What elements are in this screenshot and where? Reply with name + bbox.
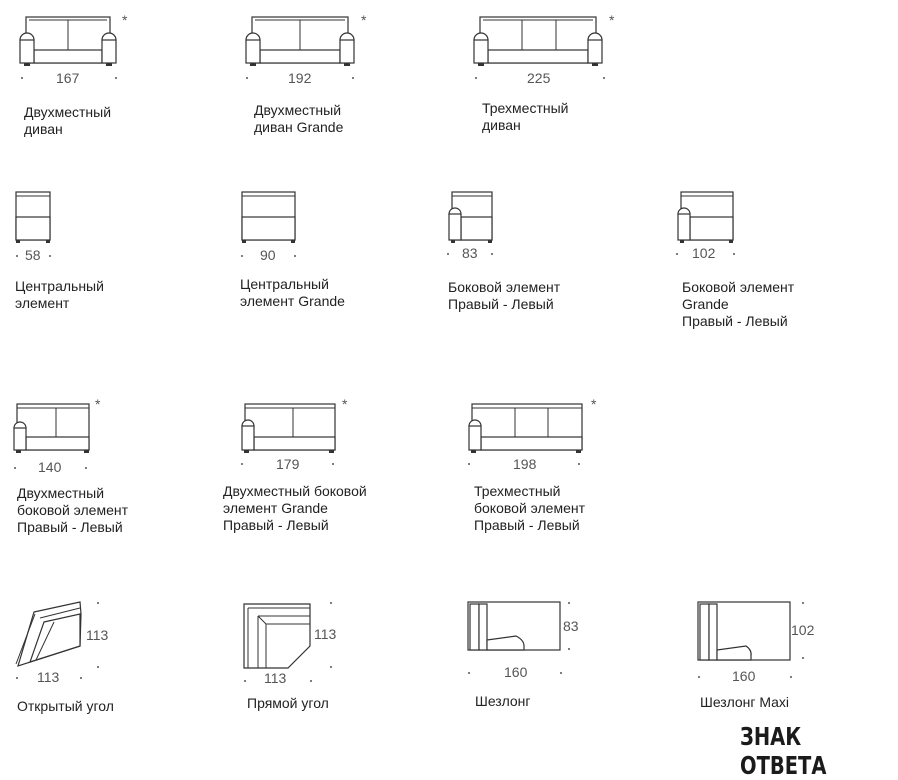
width-dimension: 160 <box>732 668 756 684</box>
width-dimension: 83 <box>462 245 478 261</box>
width-dimension: 102 <box>692 245 716 261</box>
open-corner-icon <box>15 601 82 667</box>
width-dimension: 225 <box>527 70 551 86</box>
item-label: Шезлонг Maxi <box>700 694 789 710</box>
star-mark: * <box>361 12 367 28</box>
width-dimension: 179 <box>276 456 300 472</box>
item-label: Прямой угол <box>247 695 329 711</box>
chaise-longue-icon <box>467 601 561 651</box>
width-dimension: 140 <box>38 459 62 475</box>
right-corner-icon <box>243 603 311 669</box>
three-seat-side-element-icon <box>468 403 583 453</box>
depth-dimension: 113 <box>86 627 109 643</box>
depth-dimension: 113 <box>314 626 337 642</box>
two-seat-sofa-grande-icon <box>245 16 355 66</box>
width-dimension: 192 <box>288 70 312 86</box>
width-dimension: 113 <box>37 669 60 685</box>
three-seat-sofa-icon <box>473 16 603 66</box>
depth-dimension: 102 <box>791 622 815 638</box>
star-mark: * <box>95 396 101 412</box>
star-mark: * <box>122 12 128 28</box>
central-element-icon <box>15 191 51 243</box>
item-label: Шезлонг <box>475 693 531 709</box>
depth-dimension: 83 <box>563 618 579 634</box>
item-label: Открытый угол <box>17 698 114 714</box>
watermark-logo: ЗНАК ОТВЕТА <box>740 722 827 780</box>
two-seat-side-element-grande-icon <box>241 403 336 453</box>
width-dimension: 58 <box>25 247 41 263</box>
two-seat-sofa-icon <box>19 16 117 66</box>
width-dimension: 167 <box>56 70 80 86</box>
side-element-icon <box>448 191 493 243</box>
side-element-grande-icon <box>677 191 734 243</box>
star-mark: * <box>609 12 615 28</box>
central-element-grande-icon <box>241 191 296 243</box>
width-dimension: 160 <box>504 664 528 680</box>
star-mark: * <box>342 396 348 412</box>
two-seat-side-element-icon <box>13 403 90 453</box>
width-dimension: 90 <box>260 247 276 263</box>
chaise-longue-maxi-icon <box>697 601 791 661</box>
star-mark: * <box>591 396 597 412</box>
width-dimension: 113 <box>264 670 287 686</box>
width-dimension: 198 <box>513 456 537 472</box>
